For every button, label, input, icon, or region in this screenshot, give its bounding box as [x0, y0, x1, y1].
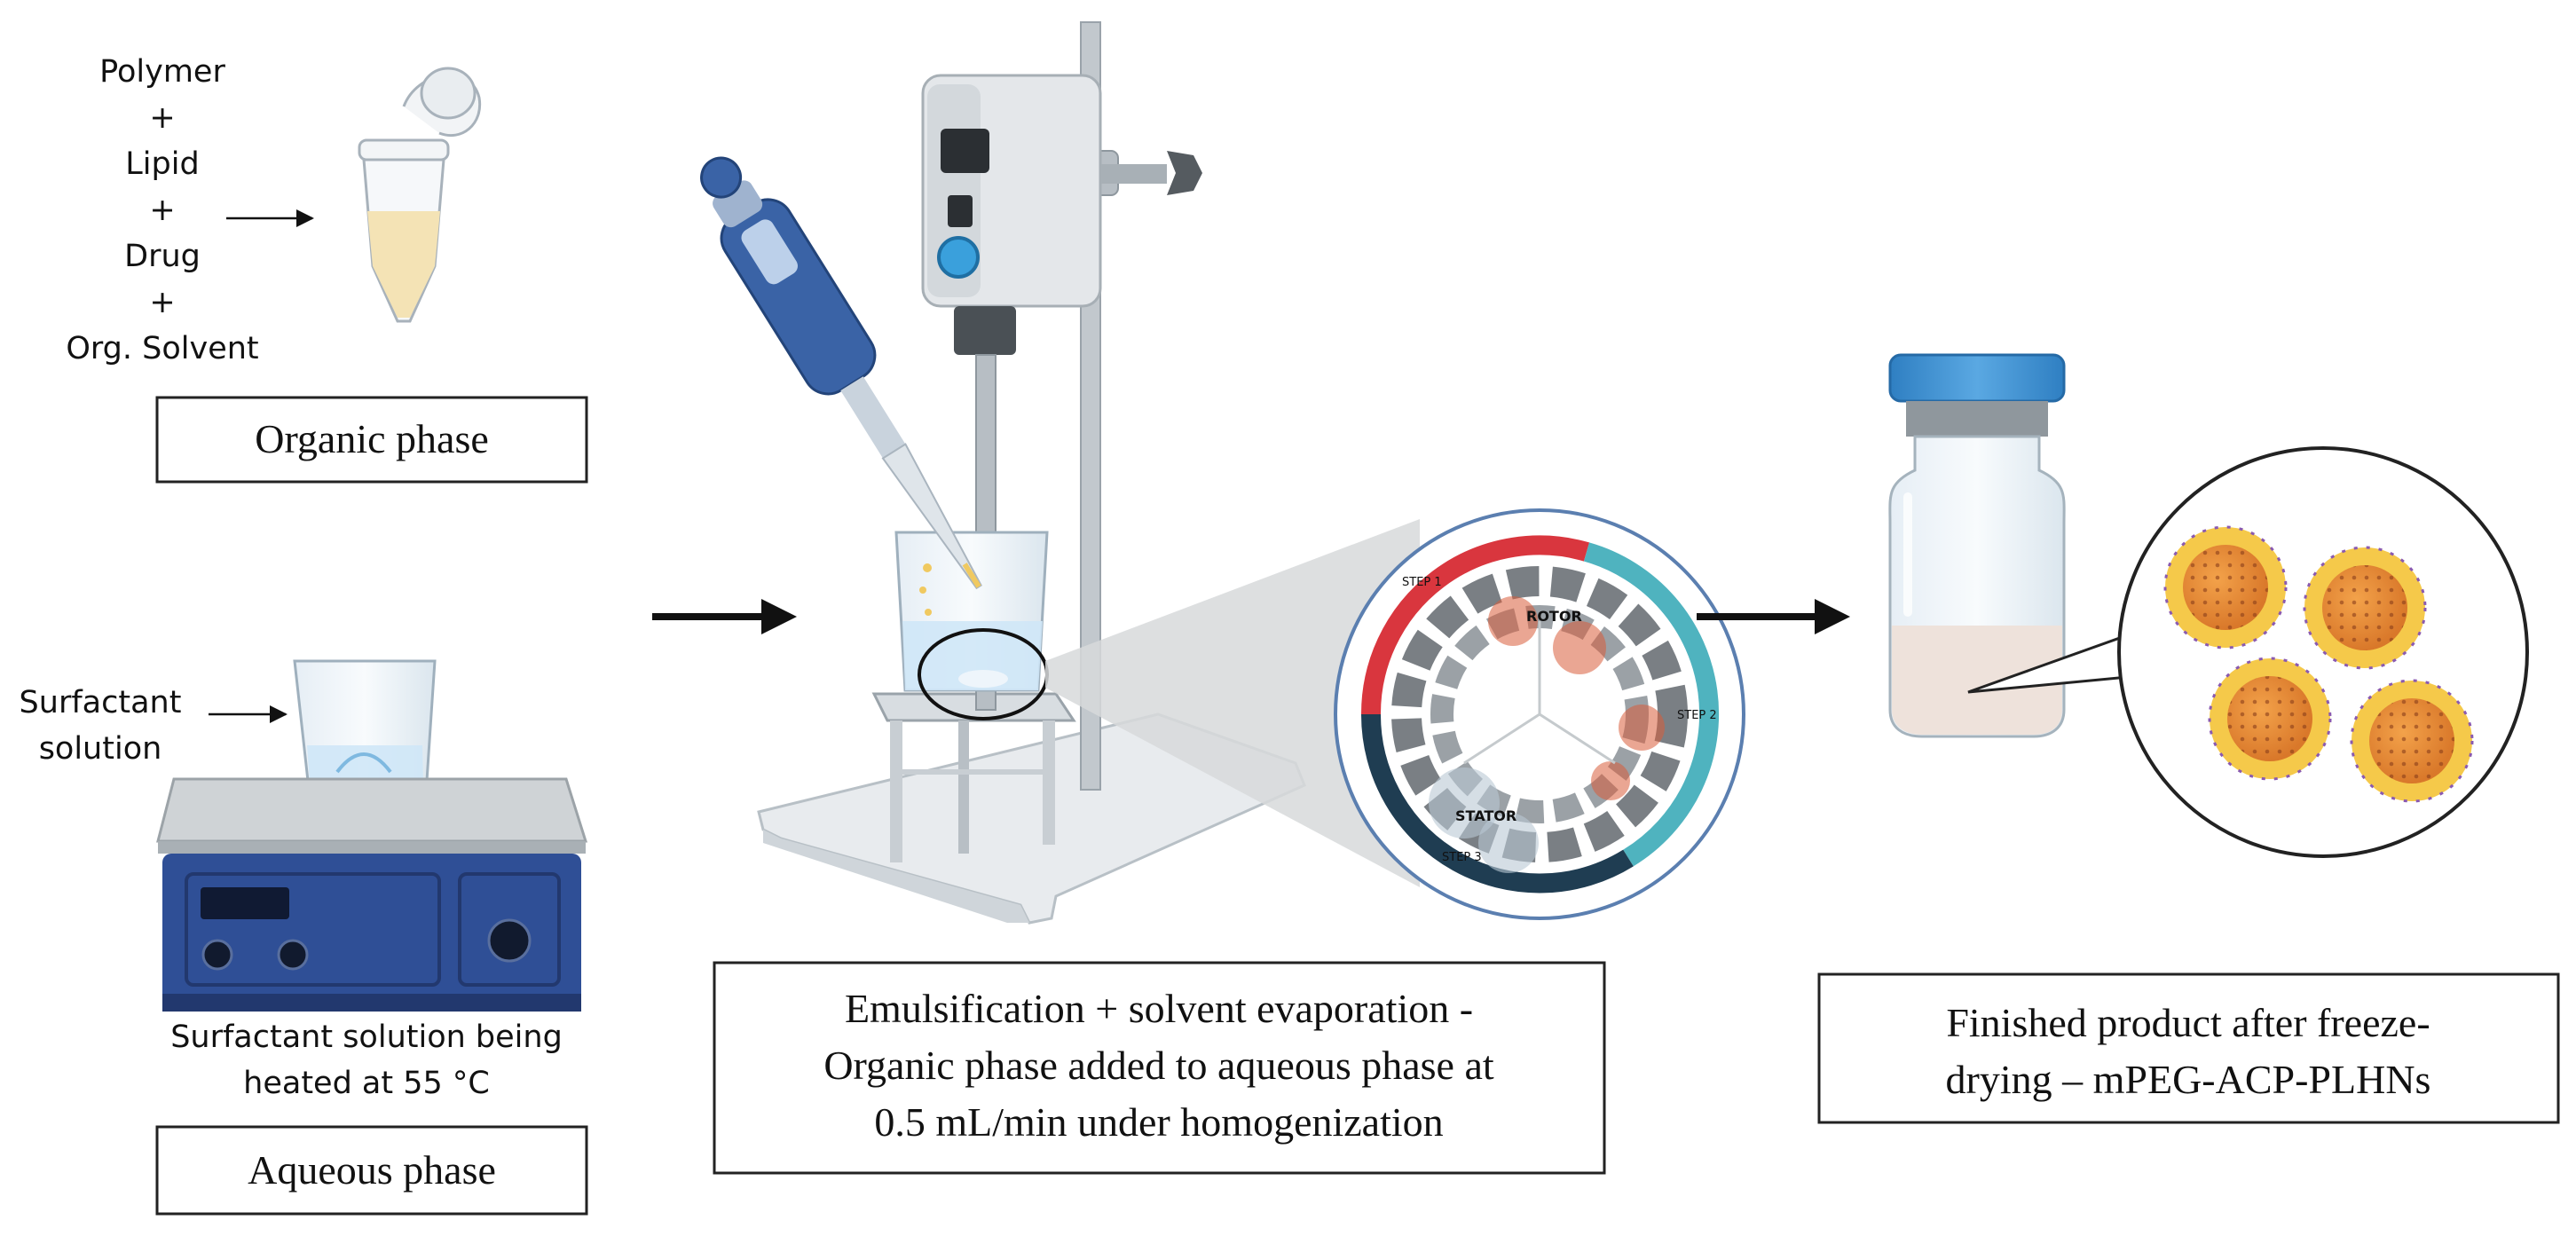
product-caption-line2: drying – mPEG-ACP-PLHNs	[1946, 1057, 2431, 1102]
ingredient-drug: Drug	[124, 239, 201, 274]
organic-phase-label: Organic phase	[255, 416, 489, 461]
heating-caption-line1: Surfactant solution being	[170, 1020, 563, 1055]
rotor-stator-zoom-circle: ROTOR STATOR STEP 1 STEP 2 STEP 3	[1334, 508, 1745, 920]
product-caption-line1: Finished product after freeze-	[1946, 1000, 2430, 1045]
organic-ingredient-list: Polymer + Lipid + Drug + Org. Solvent	[66, 54, 258, 366]
ingredient-plus-3: +	[149, 285, 175, 320]
ingredient-solvent: Org. Solvent	[66, 331, 258, 366]
step1-label: STEP 1	[1402, 576, 1442, 589]
nanoparticle-4	[2350, 679, 2474, 803]
nanoparticle-1	[2163, 525, 2288, 649]
homogenizer-caption-line1: Emulsification + solvent evaporation -	[845, 986, 1473, 1031]
product-caption-box	[1817, 972, 2560, 1124]
nanoparticle-3	[2208, 657, 2332, 781]
vial-icon	[1888, 353, 2066, 738]
homogenizer-caption-line2: Organic phase added to aqueous phase at	[823, 1043, 1494, 1088]
eppendorf-tube-icon	[358, 67, 482, 323]
ingredient-polymer: Polymer	[99, 54, 225, 90]
rotor-label: ROTOR	[1526, 608, 1582, 625]
heating-caption-line2: heated at 55 °C	[243, 1066, 490, 1101]
stator-label: STATOR	[1455, 807, 1516, 824]
aqueous-phase-box	[155, 1125, 588, 1216]
ingredient-plus-2: +	[149, 193, 175, 228]
homogenizer-caption-box	[713, 961, 1606, 1175]
nanoparticle-2	[2303, 546, 2427, 670]
nanoparticle-zoom-circle	[2117, 446, 2529, 858]
ingredient-lipid: Lipid	[125, 146, 199, 182]
surfactant-label-line1: Surfactant	[20, 685, 182, 720]
homogenizer-setup	[700, 21, 1306, 925]
surfactant-label-line2: solution	[39, 731, 162, 767]
organic-phase-box	[155, 396, 588, 484]
homogenizer-caption-line3: 0.5 mL/min under homogenization	[874, 1099, 1443, 1145]
step3-label: STEP 3	[1442, 851, 1482, 864]
step2-label: STEP 2	[1677, 709, 1717, 722]
ingredient-plus-1: +	[149, 100, 175, 136]
aqueous-phase-label: Aqueous phase	[248, 1147, 496, 1193]
zoom-cone	[1045, 519, 1420, 887]
hotplate-stirrer-icon	[156, 659, 588, 1012]
